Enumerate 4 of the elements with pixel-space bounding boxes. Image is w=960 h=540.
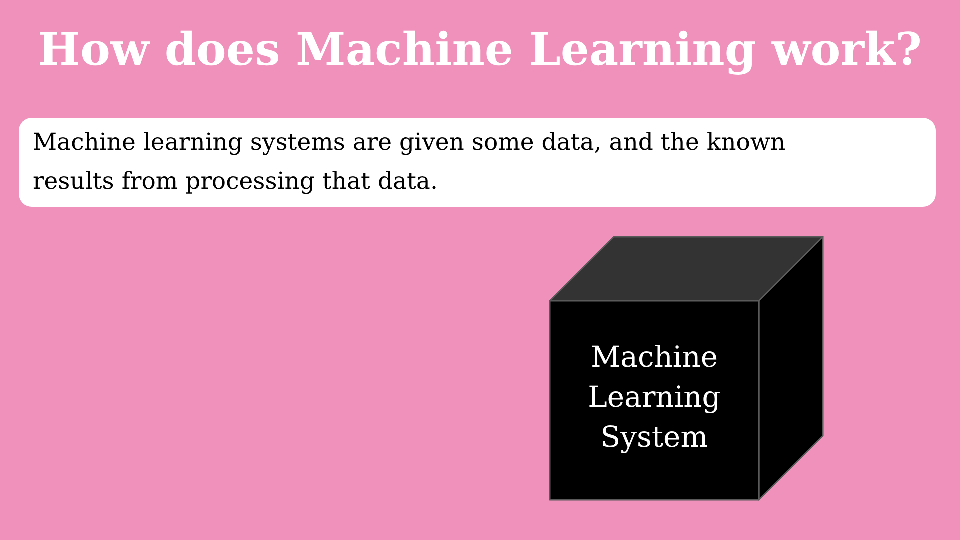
slide-title: How does Machine Learning work?: [36, 22, 924, 78]
body-text: Machine learning systems are given some data, and the known results from processing that data.: [33, 127, 787, 197]
cube-label: Machine Learning System: [587, 339, 722, 456]
text-panel: [19, 118, 936, 207]
